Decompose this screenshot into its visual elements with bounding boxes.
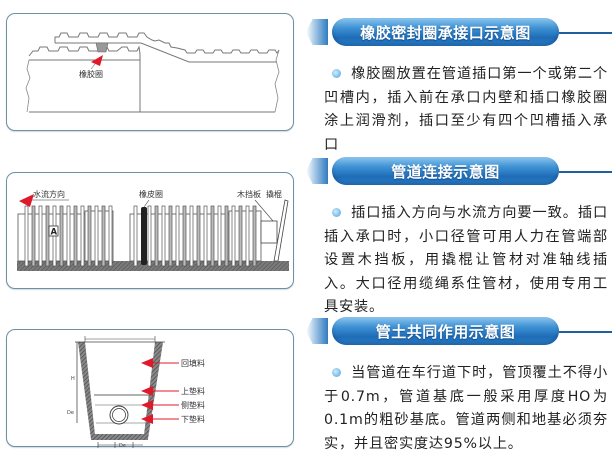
description-text: 插口插入方向与水流方向要一致。插口插入承口时，小口径管可用人力在管端部设置木挡板… (324, 205, 608, 315)
label-rubber-ring: 橡皮圈 (139, 189, 163, 199)
pipe-connection-diagram: 水流方向 橡皮圈 木挡板 撬棍 A (17, 189, 289, 271)
label-gasket: 橡胶圈 (79, 69, 103, 79)
ribbon-tail-icon (306, 318, 328, 344)
label-backfill: 回填料 (181, 358, 205, 368)
label-lower-cushion: 下垫料 (181, 414, 205, 424)
label-flow-direction: 水流方向 (33, 189, 65, 199)
section-title: 管土共同作用示意图 (332, 317, 559, 345)
red-arrow-icon (141, 386, 153, 396)
divider-line (559, 171, 612, 173)
diagram-panel-pipe-connection: 水流方向 橡皮圈 木挡板 撬棍 A (6, 172, 294, 289)
ground-hatch (17, 261, 289, 271)
label-height: H (71, 376, 75, 382)
label-wood-board: 木挡板 (237, 189, 261, 199)
divider-line (559, 331, 612, 333)
section-title: 管道连接示意图 (332, 157, 559, 185)
crowbar-icon (273, 199, 289, 262)
flow-arrow-icon (19, 194, 34, 207)
bullet-icon (332, 208, 341, 217)
label-crowbar: 撬棍 (266, 189, 282, 199)
section-description: 当管道在车行道下时，管顶覆土不得小于0.7m，管道基底一般采用厚度HO为0.1m… (324, 362, 608, 456)
description-text: 当管道在车行道下时，管顶覆土不得小于0.7m，管道基底一般采用厚度HO为0.1m… (324, 365, 608, 452)
description-text: 橡胶圈放置在管道插口第一个或第二个凹槽内，插入前在承口内壁和插口橡胶圈涂上润滑剂… (324, 66, 608, 153)
divider-line (559, 32, 612, 34)
diagram-panel-gasket-joint: 橡胶圈 (6, 13, 294, 131)
section-header-gasket-joint: 橡胶密封圈承接口示意图 (306, 17, 612, 47)
rubber-ring-icon (141, 207, 147, 265)
bullet-icon (332, 368, 341, 377)
label-upper-cushion: 上垫料 (181, 386, 205, 396)
section-header-pipe-soil: 管土共同作用示意图 (306, 316, 612, 346)
section-header-pipe-connection: 管道连接示意图 (306, 156, 612, 186)
gasket-icon (95, 42, 109, 53)
ribbon-tail-icon (306, 158, 328, 184)
red-arrow-icon (141, 400, 153, 410)
marker-a-box (48, 225, 59, 237)
section-title: 橡胶密封圈承接口示意图 (332, 18, 559, 46)
ribbon-tail-icon (306, 19, 328, 45)
label-diameter-bottom: De (119, 443, 126, 448)
label-marker-a: A (51, 228, 58, 238)
red-arrow-icon (141, 414, 153, 424)
label-diameter-side: De (67, 410, 74, 416)
bullet-icon (332, 69, 341, 78)
red-arrow-icon (91, 55, 103, 66)
diagram-panel-pipe-soil: H De De 回填料 上垫料 侧垫料 下垫料 (6, 329, 294, 448)
label-side-cushion: 侧垫料 (181, 400, 205, 410)
gasket-joint-diagram: 橡胶圈 (25, 32, 280, 113)
section-description: 橡胶圈放置在管道插口第一个或第二个凹槽内，插入前在承口内壁和插口橡胶圈涂上润滑剂… (324, 63, 608, 157)
pipe-soil-diagram: H De De 回填料 上垫料 侧垫料 下垫料 (67, 336, 205, 448)
red-arrow-icon (141, 358, 153, 368)
section-description: 插口插入方向与水流方向要一致。插口插入承口时，小口径管可用人力在管端部设置木挡板… (324, 202, 608, 320)
wood-board-icon (260, 220, 278, 244)
